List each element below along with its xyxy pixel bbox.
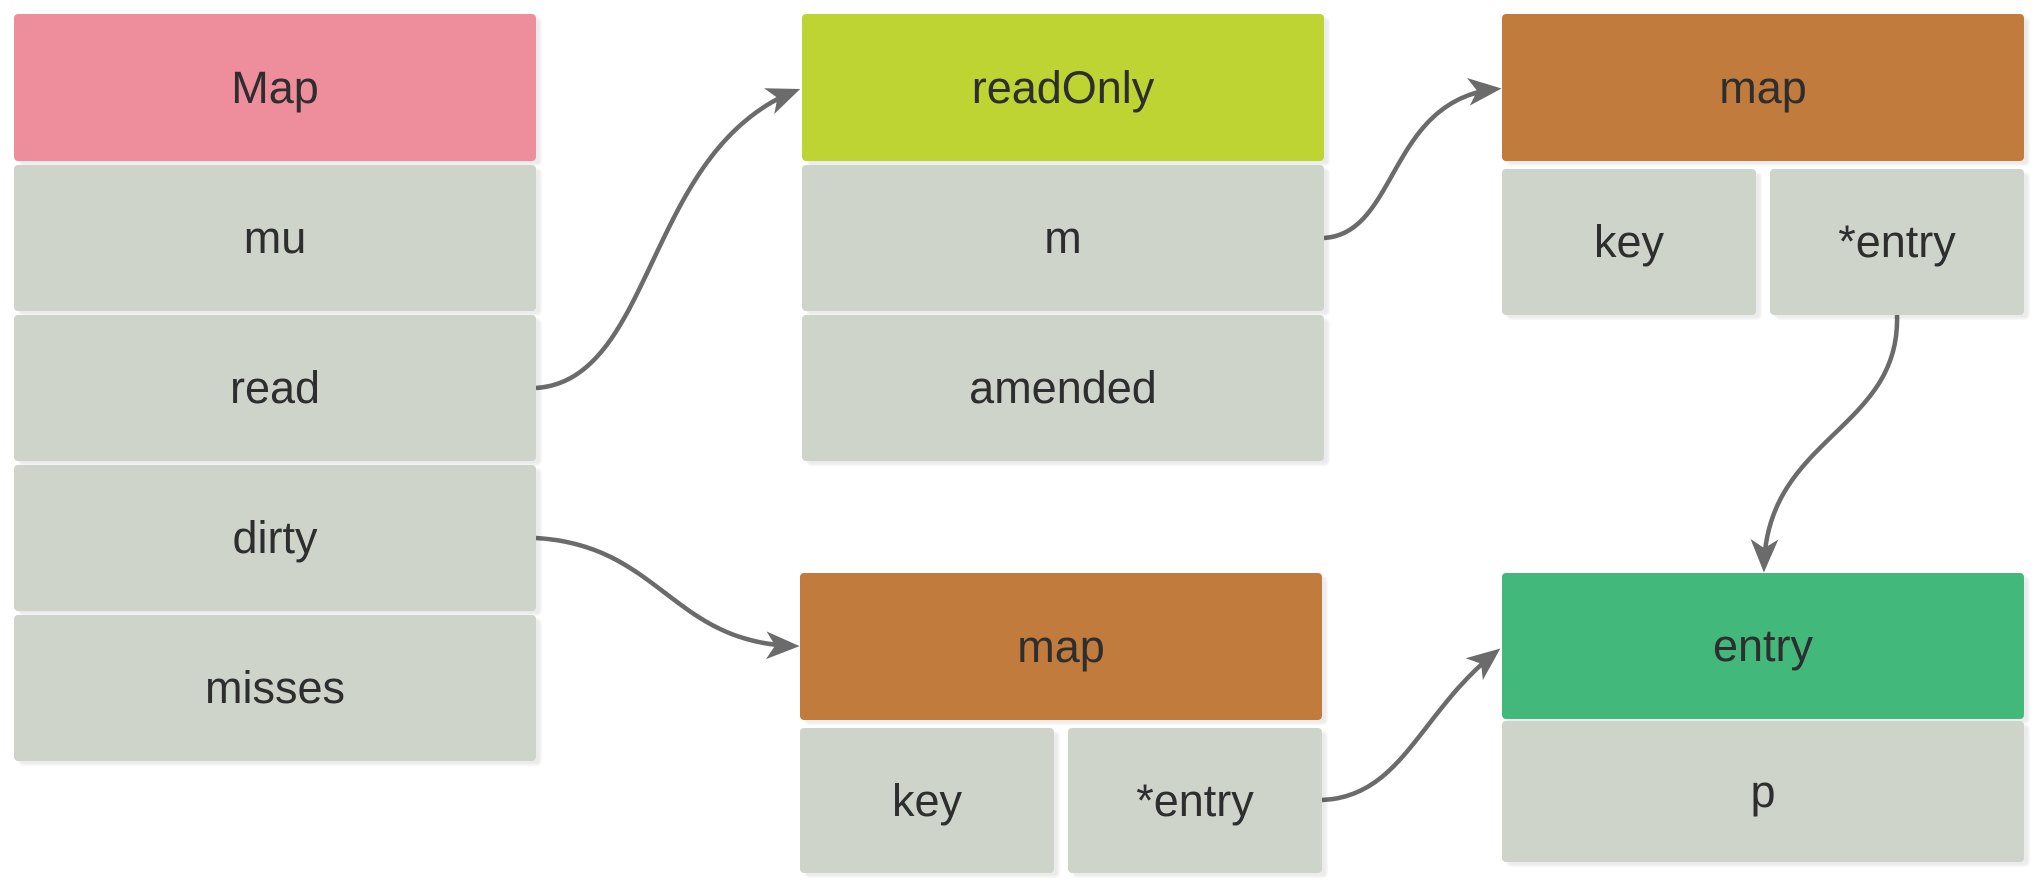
field-amended: amended [802,315,1324,461]
node-readonly: readOnly m amended [802,14,1324,461]
node-entry-header: entry [1502,573,2024,719]
field-dirty: dirty [14,465,536,611]
field-p: p [1502,721,2024,862]
arrow-entryptr-bottom-to-entry [1321,648,1501,803]
arrow-m-to-map-top [1323,78,1502,241]
arrow-read-to-readonly [535,88,801,391]
cell-entry-pointer-top: *entry [1770,169,2024,315]
field-m: m [802,165,1324,311]
node-map-bottom: map key *entry [800,573,1322,873]
node-map-struct-header: Map [14,14,536,161]
node-map-top-header: map [1502,14,2024,161]
node-map-struct: Map mu read dirty misses [14,14,536,761]
field-mu: mu [14,165,536,311]
field-read: read [14,315,536,461]
field-misses: misses [14,615,536,761]
cell-entry-pointer-bottom: *entry [1068,728,1322,873]
cell-key-top: key [1502,169,1756,315]
arrow-entryptr-top-to-entry [1750,314,1900,573]
node-entry: entry p [1502,573,2024,862]
arrow-dirty-to-map-bottom [535,535,800,660]
node-map-bottom-header: map [800,573,1322,720]
cell-key-bottom: key [800,728,1054,873]
node-map-top: map key *entry [1502,14,2024,315]
node-readonly-header: readOnly [802,14,1324,161]
